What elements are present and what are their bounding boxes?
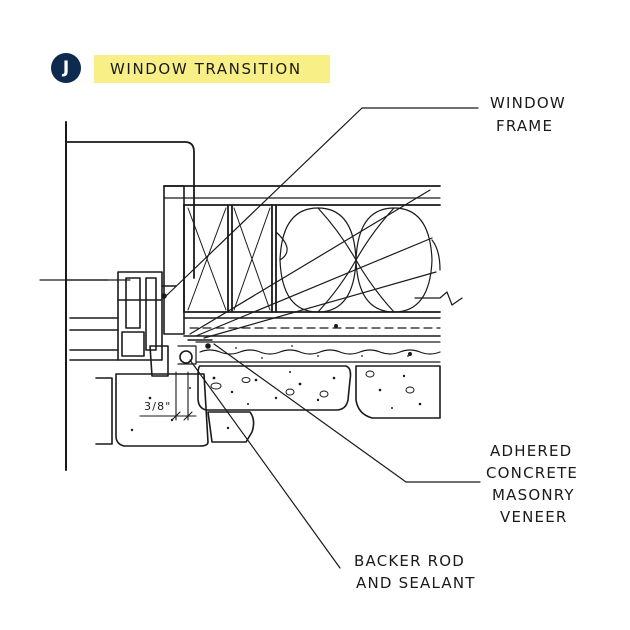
window-frame-profile (69, 271, 177, 377)
dimension-3-8 (139, 371, 197, 421)
stone-texture (130, 345, 422, 432)
detail-title: WINDOW TRANSITION (94, 55, 330, 83)
backer-rod-leader (189, 359, 341, 569)
break-line-right (414, 291, 463, 306)
veneer-leader (213, 343, 481, 483)
label-veneer-4: VENEER (500, 508, 568, 526)
label-veneer-2: CONCRETE (486, 464, 578, 482)
backer-rod (177, 339, 213, 365)
masonry-veneer-stones (95, 365, 441, 447)
label-backer-1: BACKER ROD (354, 552, 465, 570)
window-jamb-outline (65, 141, 195, 279)
label-window-frame-2: FRAME (496, 117, 553, 135)
label-window-frame-1: WINDOW (490, 94, 566, 112)
scratch-coat (195, 341, 441, 363)
label-veneer-1: ADHERED (490, 442, 572, 460)
label-backer-2: AND SEALANT (356, 574, 476, 592)
batt-insulation (275, 207, 441, 313)
sheathing-vertical (163, 185, 185, 335)
dimension-label: 3/8" (144, 400, 172, 413)
section-marker-badge: J (51, 53, 81, 83)
window-frame-leaders (165, 107, 479, 339)
label-veneer-3: MASONRY (492, 486, 575, 504)
stone-aggregate (210, 370, 415, 398)
